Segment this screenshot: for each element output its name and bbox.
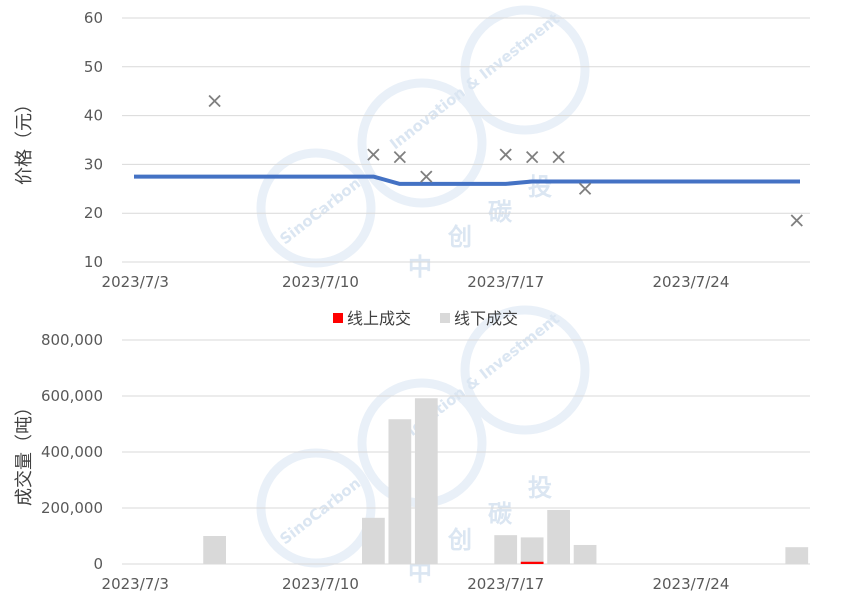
price-series — [134, 94, 803, 227]
price-y-tick-label: 10 — [84, 253, 103, 271]
price-scatter-point — [208, 94, 221, 108]
watermark-brand-bottom: SinoCarbon — [276, 474, 364, 548]
price-x-tick-label: 2023/7/3 — [102, 273, 169, 291]
volume-x-tick-label: 2023/7/24 — [652, 575, 729, 593]
volume-x-axis-ticks: 2023/7/3 2023/7/10 2023/7/17 2023/7/24 — [102, 575, 730, 593]
volume-bars — [203, 398, 809, 564]
volume-y-axis-label: 成交量（吨） — [14, 398, 35, 506]
volume-y-tick-label: 800,000 — [41, 331, 103, 349]
volume-y-axis-ticks: 0 200,000 400,000 600,000 800,000 — [41, 331, 103, 573]
volume-x-tick-label: 2023/7/17 — [467, 575, 544, 593]
watermark-char-bottom-2: 创 — [447, 526, 472, 554]
price-scatter-point — [552, 150, 565, 164]
price-x-tick-label: 2023/7/10 — [282, 273, 359, 291]
volume-gridlines — [122, 339, 810, 565]
watermark-char-top-3: 碳 — [488, 198, 513, 226]
price-y-tick-label: 30 — [84, 155, 103, 173]
volume-bar-offline — [203, 536, 226, 564]
volume-bar-offline — [547, 509, 570, 564]
volume-bar-offline — [520, 537, 544, 564]
price-y-tick-label: 60 — [84, 9, 103, 27]
price-x-tick-label: 2023/7/17 — [467, 273, 544, 291]
volume-y-tick-label: 400,000 — [41, 443, 103, 461]
volume-x-tick-label: 2023/7/3 — [102, 575, 169, 593]
price-scatter-point — [790, 214, 803, 227]
price-y-axis-label: 价格（元） — [14, 95, 35, 185]
price-x-tick-label: 2023/7/24 — [652, 273, 729, 291]
price-reference-line — [134, 174, 800, 186]
price-scatter-point — [367, 148, 380, 161]
price-scatter-point — [578, 182, 592, 195]
volume-bar-offline — [414, 398, 438, 564]
watermark-char-top-2: 创 — [447, 223, 472, 251]
price-scatter-point — [499, 148, 512, 161]
price-y-tick-label: 50 — [84, 58, 103, 76]
volume-legend: 线上成交 线下成交 — [333, 309, 518, 328]
watermark-char-bottom-3: 碳 — [488, 500, 513, 528]
volume-y-tick-label: 0 — [93, 555, 103, 573]
volume-bar-offline — [362, 517, 385, 564]
price-y-tick-label: 20 — [84, 204, 103, 222]
volume-y-tick-label: 200,000 — [41, 499, 103, 517]
volume-bar-offline — [494, 535, 518, 564]
legend-swatch-online — [333, 313, 343, 323]
watermark-char-bottom-4: 投 — [528, 474, 552, 502]
watermark-brand-top: SinoCarbon — [276, 174, 364, 248]
volume-x-tick-label: 2023/7/10 — [282, 575, 359, 593]
price-y-tick-label: 40 — [84, 107, 103, 125]
price-scatter-point — [393, 150, 406, 164]
legend-label-online: 线上成交 — [347, 309, 411, 328]
watermark-char-top-1: 中 — [408, 253, 432, 281]
legend-label-offline: 线下成交 — [454, 309, 518, 328]
volume-bar-offline — [573, 544, 597, 564]
watermark-logo-top: SinoCarbon Innovation & Investment 中 创 碳… — [256, 5, 590, 281]
volume-bar-offline — [388, 419, 412, 564]
volume-bar-offline — [785, 547, 809, 564]
price-y-axis-ticks: 10 20 30 40 50 60 — [84, 9, 103, 271]
price-gridlines — [122, 17, 810, 263]
price-scatter-point — [420, 170, 433, 183]
volume-y-tick-label: 600,000 — [41, 387, 103, 405]
price-scatter-point — [526, 150, 539, 164]
price-x-axis-ticks: 2023/7/3 2023/7/10 2023/7/17 2023/7/24 — [102, 273, 730, 291]
watermark-char-top-4: 投 — [528, 173, 552, 201]
volume-bar-online — [520, 561, 544, 564]
legend-swatch-offline — [440, 313, 450, 323]
